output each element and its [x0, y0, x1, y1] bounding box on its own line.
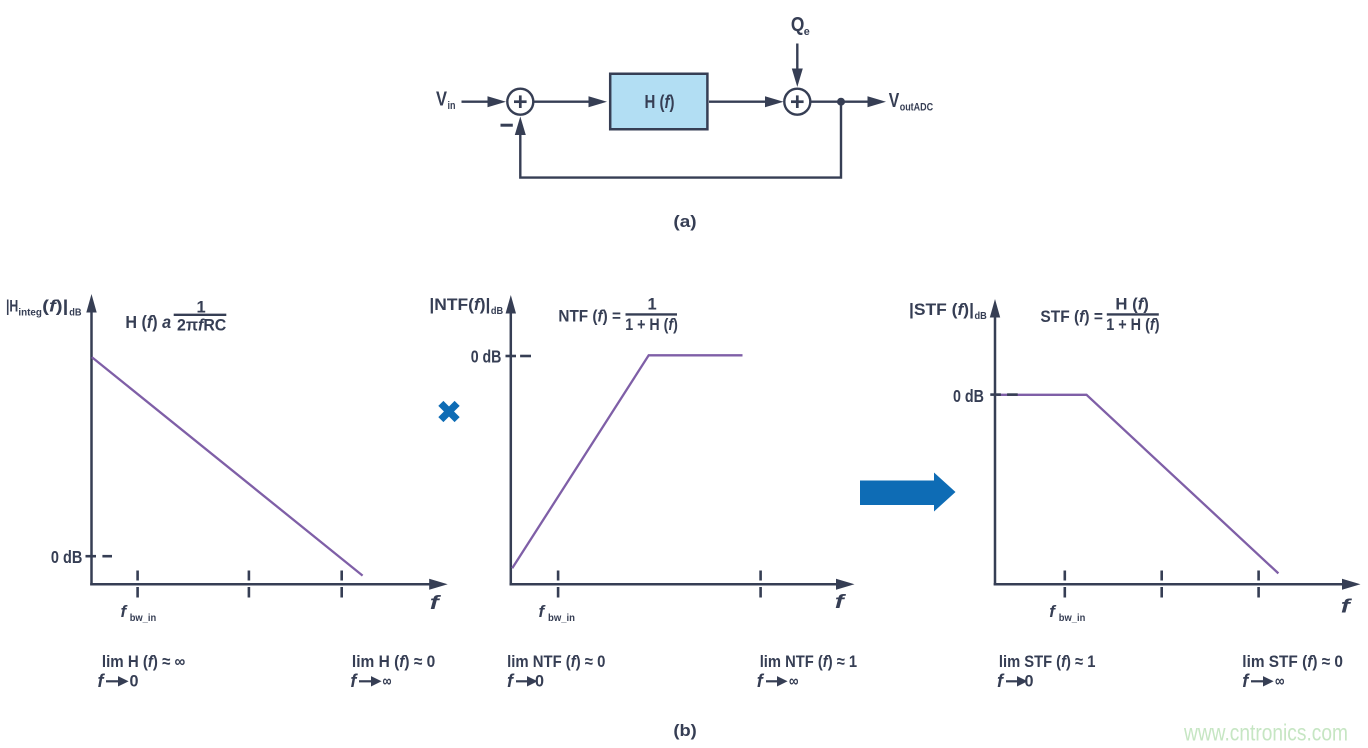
svg-text:STF (f) =: STF (f) = [1040, 308, 1103, 326]
svg-text:bw_in: bw_in [1059, 612, 1086, 624]
svg-text:f: f [997, 671, 1005, 691]
svg-text:f: f [98, 671, 106, 691]
svg-text:V: V [436, 89, 448, 111]
svg-text:bw_in: bw_in [548, 612, 575, 624]
svg-text:0 dB: 0 dB [471, 347, 502, 367]
svg-text:f: f [1049, 602, 1057, 621]
svg-text:1: 1 [648, 296, 657, 314]
svg-text:0: 0 [1025, 672, 1034, 691]
svg-text:f: f [507, 671, 515, 691]
svg-text:1 + H (f): 1 + H (f) [625, 316, 678, 334]
svg-text:bw_in: bw_in [130, 612, 157, 624]
svg-text:e: e [804, 26, 810, 38]
svg-text:|NTF(f)|: |NTF(f)| [429, 295, 490, 314]
svg-text:f: f [835, 592, 846, 613]
svg-text:∞: ∞ [383, 672, 392, 691]
svg-text:f: f [1242, 671, 1250, 691]
svg-text:|H: |H [6, 297, 18, 316]
svg-text:in: in [448, 100, 456, 112]
svg-text:dB: dB [491, 305, 504, 317]
svg-text:0: 0 [130, 672, 139, 691]
svg-text:f: f [350, 671, 358, 691]
svg-text:f: f [539, 602, 547, 621]
svg-text:integ: integ [18, 307, 42, 319]
svg-text:f: f [121, 602, 129, 621]
svg-text:NTF (f) =: NTF (f) = [558, 308, 621, 326]
svg-text:lim STF (f) ≈ 1: lim STF (f) ≈ 1 [999, 652, 1096, 671]
svg-text:(f)|: (f)| [42, 297, 68, 316]
svg-text:f: f [1341, 597, 1352, 618]
svg-text:0 dB: 0 dB [953, 386, 984, 406]
svg-text:0 dB: 0 dB [51, 547, 82, 567]
svg-text:0: 0 [535, 672, 544, 691]
svg-text:(b): (b) [673, 721, 696, 740]
svg-text:H (f): H (f) [1115, 296, 1149, 314]
svg-text:lim H (f) ≈ 0: lim H (f) ≈ 0 [352, 652, 435, 671]
svg-text:lim H (f) ≈ ∞: lim H (f) ≈ ∞ [102, 652, 185, 671]
svg-text:f: f [757, 671, 765, 691]
svg-text:f: f [430, 593, 441, 614]
svg-text:lim NTF (f) ≈ 0: lim NTF (f) ≈ 0 [507, 652, 605, 671]
svg-text:Q: Q [791, 14, 805, 36]
svg-text:∞: ∞ [1275, 672, 1285, 691]
svg-text:(a): (a) [673, 212, 696, 231]
svg-text:V: V [889, 90, 900, 112]
svg-text:www.cntronics.com: www.cntronics.com [1183, 720, 1348, 746]
svg-text:|STF (f)|: |STF (f)| [909, 300, 974, 319]
svg-text:H (f) a: H (f) a [125, 312, 171, 332]
svg-text:1 + H (f): 1 + H (f) [1106, 316, 1159, 334]
svg-text:1: 1 [197, 299, 206, 317]
svg-text:lim STF (f) ≈ 0: lim STF (f) ≈ 0 [1242, 652, 1343, 671]
svg-text:outADC: outADC [900, 102, 934, 114]
svg-text:lim NTF (f) ≈ 1: lim NTF (f) ≈ 1 [760, 652, 857, 671]
svg-text:∞: ∞ [789, 672, 799, 691]
svg-text:2πfRC: 2πfRC [177, 317, 226, 335]
svg-text:H (f): H (f) [645, 92, 675, 112]
svg-text:dB: dB [975, 310, 988, 322]
svg-text:dB: dB [69, 307, 82, 319]
